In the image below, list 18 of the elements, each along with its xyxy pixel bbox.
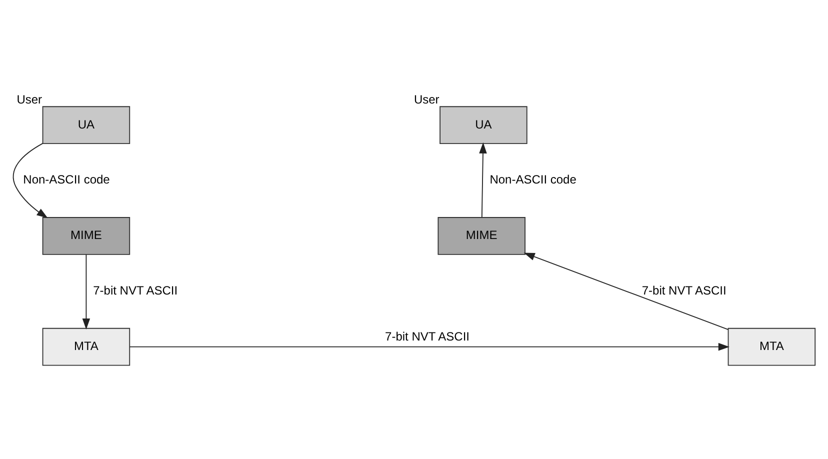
arrow [82,254,90,330]
node-box: MIME [42,217,130,255]
node-box: UA [440,106,528,144]
edge-label: 7-bit NVT ASCII [642,284,726,298]
edge-label: 7-bit NVT ASCII [385,330,470,344]
arrow [12,142,48,218]
node-box: UA [42,106,130,144]
node-label: User [16,92,42,106]
node-box: MIME [438,217,526,255]
node-box: MTA [728,328,816,366]
arrow [129,342,730,351]
node-label: User [414,92,440,106]
edge-label: 7-bit NVT ASCII [93,284,178,298]
edge-label: Non-ASCII code [490,172,576,187]
edge-label: Non-ASCII code [23,172,110,187]
node-box: MTA [42,328,130,366]
arrow [479,142,487,218]
arrow [524,252,729,330]
